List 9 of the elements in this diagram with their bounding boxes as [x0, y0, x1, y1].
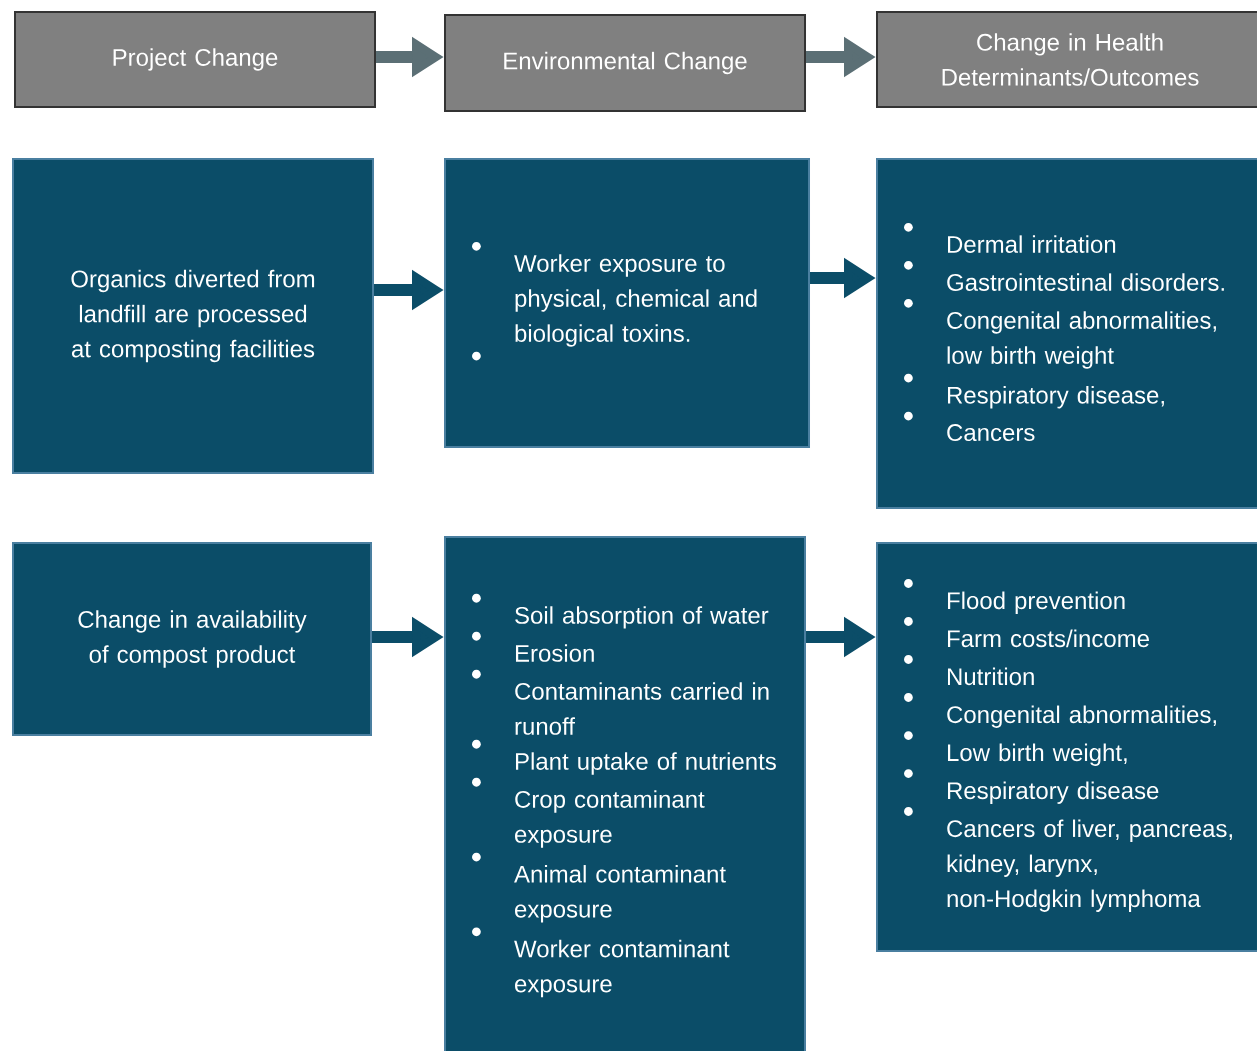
text-box: Dermal irritation Gastrointestinal disorders. Congenital abnormalities, low birth weight Respiratory disease, Cancers — [876, 158, 1257, 509]
header-box: Project Change — [14, 11, 376, 108]
process-box: Organics diverted from landfill are processed at composting facilities — [12, 158, 374, 474]
text-box: Worker exposure to physical, chemical and biological toxins. — [444, 158, 810, 448]
header-box: Environmental Change — [444, 14, 806, 112]
text-box: Flood prevention Farm costs/income Nutrition Congenital abnormalities, Low birth weight, Respiratory disease Cancers of liver, pancreas, kidney, larynx, non-Hodgkin lymphoma — [876, 542, 1257, 952]
header-box: Change in Health Determinants/Outcomes — [876, 11, 1257, 108]
process-box: Change in availability of compost product — [12, 542, 372, 736]
text-box: Soil absorption of water Erosion Contaminants carried in runoff Plant uptake of nutrients Crop contaminant exposure Animal contaminant exposure Worker contaminant exposure — [444, 536, 806, 1051]
